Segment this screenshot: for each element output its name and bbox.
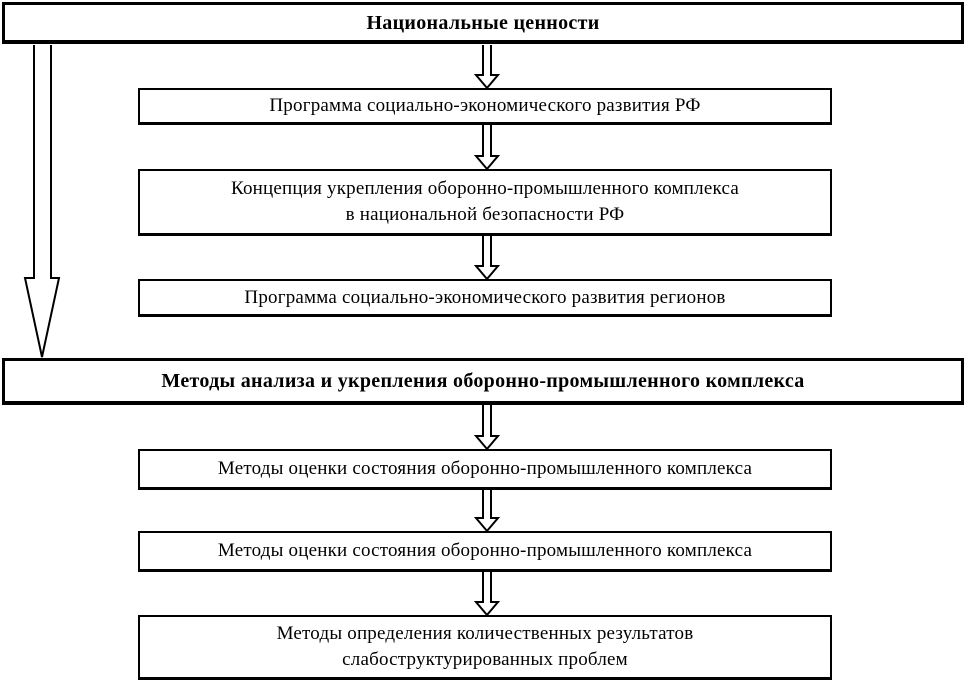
box-national-values: Национальные ценности	[2, 2, 964, 44]
box-program-rf: Программа социально-экономического разви…	[138, 88, 832, 125]
arrow-national-to-program-rf	[473, 45, 501, 90]
box-methods-assessment-1-label: Методы оценки состояния оборонно-промышл…	[217, 458, 753, 479]
arrow-assessment-1-to-assessment-2	[473, 490, 501, 533]
box-concept-opk-line1: Концепция укрепления оборонно-промышленн…	[231, 178, 739, 199]
box-methods-assessment-2: Методы оценки состояния оборонно-промышл…	[138, 531, 832, 572]
arrow-assessment-2-to-quantitative	[473, 572, 501, 617]
arrow-methods-to-assessment-1	[473, 405, 501, 451]
arrow-concept-to-regions	[473, 236, 501, 281]
box-program-regions: Программа социально-экономического разви…	[138, 279, 832, 317]
box-methods-assessment-2-label: Методы оценки состояния оборонно-промышл…	[217, 540, 753, 561]
box-methods-banner: Методы анализа и укрепления оборонно-про…	[2, 358, 964, 405]
box-program-regions-label: Программа социально-экономического разви…	[244, 286, 726, 308]
arrow-national-to-methods	[23, 45, 61, 358]
box-concept-opk-line2: в национальной безопасности РФ	[345, 204, 625, 225]
box-methods-banner-label: Методы анализа и укрепления оборонно-про…	[161, 370, 805, 392]
box-methods-quantitative: Методы определения количественных резуль…	[138, 615, 832, 680]
box-methods-quantitative-line2: слабоструктурированных проблем	[342, 649, 628, 670]
box-methods-quantitative-line1: Методы определения количественных резуль…	[276, 623, 694, 644]
box-national-values-label: Национальные ценности	[366, 11, 600, 34]
arrow-program-rf-to-concept	[473, 125, 501, 171]
box-concept-opk: Концепция укрепления оборонно-промышленн…	[138, 169, 832, 236]
box-methods-assessment-1: Методы оценки состояния оборонно-промышл…	[138, 449, 832, 490]
box-program-rf-label: Программа социально-экономического разви…	[269, 95, 701, 116]
